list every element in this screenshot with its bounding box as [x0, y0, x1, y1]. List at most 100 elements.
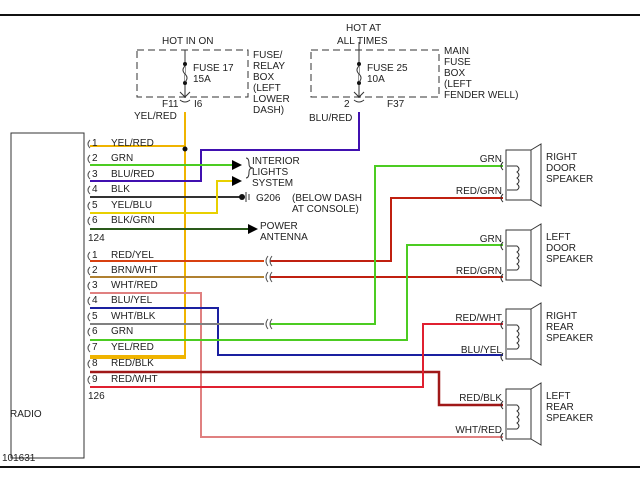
- speaker-label-2: DOOR: [546, 243, 576, 254]
- speaker-wire-bottom: RED/GRN: [456, 266, 502, 277]
- radio-unit: [10, 132, 85, 459]
- pin-number: 5: [92, 311, 98, 322]
- speaker-label-3: SPEAKER: [546, 333, 593, 344]
- arrow-icon: [248, 224, 258, 234]
- speaker-wire-bottom: BLU/YEL: [461, 345, 503, 356]
- speaker-coil-icon: [507, 324, 520, 350]
- pin-connector-icon: [87, 251, 91, 261]
- interior-lights-label-2: LIGHTS: [252, 167, 288, 178]
- interior-lights-label-1: INTERIOR: [252, 156, 300, 167]
- wire-a3-blu-red: [90, 112, 360, 182]
- pin-number: 8: [92, 358, 98, 369]
- arrow-icon: [232, 160, 242, 170]
- pin-wire-label: YEL/RED: [111, 138, 154, 149]
- fuse-relay-box-label-4: (LEFT: [253, 83, 281, 94]
- pin-connector-icon: [87, 375, 91, 385]
- ground-note-2: AT CONSOLE): [292, 204, 359, 215]
- inline-connector-icon: [265, 271, 273, 283]
- fuse-17-box: [136, 49, 249, 98]
- fuse-25-connector-icon: [353, 91, 365, 103]
- fuse-relay-box-label-3: BOX: [253, 72, 274, 83]
- fuse-25-icon: [356, 65, 362, 83]
- pin-connector-icon: [87, 216, 91, 226]
- power-antenna-label-1: POWER: [260, 221, 298, 232]
- wire-a5-yel-blu: [90, 180, 232, 214]
- pin-connector-icon: [87, 154, 91, 164]
- radio-label: RADIO: [10, 409, 42, 420]
- pin-number: 4: [92, 184, 98, 195]
- speaker-cone-icon: [530, 223, 542, 287]
- speaker-cone-icon: [530, 382, 542, 446]
- speaker-label-3: SPEAKER: [546, 254, 593, 265]
- speaker-coil-icon: [507, 245, 520, 271]
- inline-connector-icon: [265, 255, 273, 267]
- fuse-25-wire-label: BLU/RED: [309, 113, 352, 124]
- speaker-terminal-icon: [500, 320, 504, 362]
- pin-wire-label: YEL/BLU: [111, 200, 152, 211]
- speaker-label-3: SPEAKER: [546, 413, 593, 424]
- arrow-icon: [232, 176, 242, 186]
- speaker-wire-top: RED/WHT: [455, 313, 502, 324]
- splice-node: [182, 146, 188, 152]
- pin-connector-icon: [87, 327, 91, 337]
- fuse-relay-box-label-2: RELAY: [253, 61, 285, 72]
- speaker-wire-top: GRN: [480, 154, 502, 165]
- fuse-17-connector-icon: [179, 91, 191, 103]
- pin-number: 2: [92, 265, 98, 276]
- fuse-17-name: FUSE 17: [193, 63, 234, 74]
- pin-connector-icon: [87, 281, 91, 291]
- pin-wire-label: GRN: [111, 326, 133, 337]
- wire-b1-to-right-door: [270, 197, 503, 262]
- pin-connector-icon: [87, 359, 91, 369]
- pin-connector-icon: [87, 266, 91, 276]
- pin-number: 3: [92, 169, 98, 180]
- fuse-17-left-terminal: F11: [162, 99, 179, 110]
- pin-number: 7: [92, 342, 98, 353]
- pin-wire-label: GRN: [111, 153, 133, 164]
- fuse-25-rating: 10A: [367, 74, 385, 85]
- speaker-wire-bottom: WHT/RED: [455, 425, 502, 436]
- pin-number: 1: [92, 138, 98, 149]
- brace-icon: [245, 157, 254, 179]
- speaker-label-2: DOOR: [546, 163, 576, 174]
- fuse-25-node-top: [357, 62, 361, 66]
- main-fuse-box-label-3: BOX: [444, 68, 465, 79]
- speaker-terminal-icon: [500, 161, 504, 203]
- fuse-25-name: FUSE 25: [367, 63, 408, 74]
- fuse-box-25: HOT AT ALL TIMES FUSE 25 10A 2 F37 BLU/R…: [309, 23, 518, 124]
- main-fuse-box-label-5: FENDER WELL): [444, 90, 518, 101]
- pin-wire-label: WHT/BLK: [111, 311, 156, 322]
- pin-connector-icon: [87, 312, 91, 322]
- ground-label: G206: [256, 193, 281, 204]
- wire-b5-to-right-door: [270, 165, 503, 325]
- speaker-cone-icon: [530, 143, 542, 207]
- speaker-label-2: REAR: [546, 322, 574, 333]
- ground-note-1: (BELOW DASH: [292, 193, 362, 204]
- fuse-17-right-terminal: I6: [194, 99, 203, 110]
- main-fuse-box-label-4: (LEFT: [444, 79, 472, 90]
- fuse-25-right-terminal: F37: [387, 99, 405, 110]
- pin-connector-icon: [87, 201, 91, 211]
- speaker-coil-icon: [507, 165, 520, 191]
- fuse-17-icon: [182, 65, 188, 83]
- fuse-relay-box-label-1: FUSE/: [253, 50, 283, 61]
- pin-wire-label: RED/BLK: [111, 358, 154, 369]
- speaker-label-2: REAR: [546, 402, 574, 413]
- fuse-17-wire-label: YEL/RED: [134, 111, 177, 122]
- speaker-cone-icon: [530, 302, 542, 366]
- pin-number: 6: [92, 215, 98, 226]
- wire-yel-red-fuse: [90, 112, 186, 359]
- power-antenna-label-2: ANTENNA: [260, 232, 308, 243]
- pin-number: 1: [92, 250, 98, 261]
- wire-b4-blu-yel: [90, 307, 503, 356]
- speaker-terminal-icon: [500, 241, 504, 283]
- pin-number: 6: [92, 326, 98, 337]
- connector-a-id: 124: [88, 233, 105, 244]
- speaker-wire-top: RED/BLK: [459, 393, 502, 404]
- wire-b9-red-wht: [90, 323, 503, 388]
- fuse-17-node-bottom: [183, 81, 187, 85]
